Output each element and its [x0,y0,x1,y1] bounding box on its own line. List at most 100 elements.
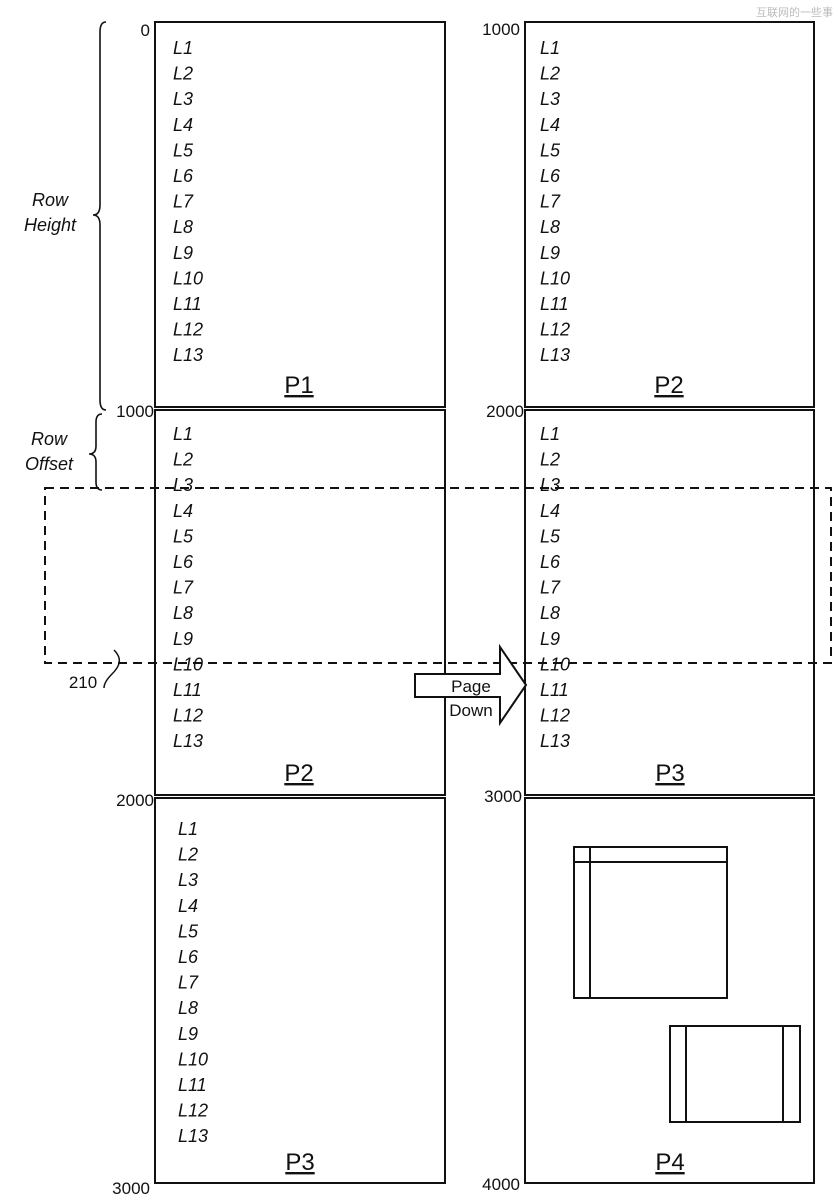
line-label: L13 [173,345,203,365]
window-graphic-small [669,1025,801,1123]
offset-label-right-4000: 4000 [482,1175,520,1194]
line-label: L3 [178,870,198,890]
window-graphic-large [573,846,728,999]
line-label: L7 [173,578,194,598]
offset-label-left-0: 0 [141,21,150,40]
line-label: L11 [173,294,202,314]
line-label: L4 [540,501,560,521]
line-label: L9 [173,243,193,263]
line-label: L6 [173,166,194,186]
line-label: L8 [540,603,560,623]
page-box-right-p3 [524,409,815,796]
line-label: L3 [540,89,560,109]
line-label: L13 [540,731,570,751]
line-label: L4 [173,501,193,521]
line-label: L5 [173,526,194,546]
watermark: 互联网的一些事 [756,5,833,19]
row-offset-label-line1: Row [31,429,68,449]
page-label-right-p3: P3 [655,760,684,787]
page-box-right-p4 [524,797,815,1184]
page-down-label-line2: Down [449,701,492,720]
line-label: L10 [173,268,203,288]
line-label: L4 [173,115,193,135]
offset-label-right-2000: 2000 [486,402,524,421]
line-label: L2 [173,64,193,84]
page-box-left-p2 [154,409,446,796]
row-height-label-line1: Row [32,190,69,210]
line-label: L7 [540,192,561,212]
line-label: L5 [540,526,561,546]
page-label-left-p1: P1 [284,372,313,399]
line-label: L1 [540,38,560,58]
line-label: L11 [173,680,202,700]
line-label: L7 [173,192,194,212]
line-label: L7 [540,578,561,598]
page-box-left-p1 [154,21,446,408]
line-label: L10 [540,654,570,674]
page-down-arrow [414,643,528,727]
line-label: L13 [178,1126,208,1146]
offset-label-left-1000: 1000 [116,402,154,421]
page-box-right-p2 [524,21,815,408]
line-label: L11 [178,1075,207,1095]
line-label: L8 [173,603,193,623]
line-label: L2 [540,450,560,470]
line-label: L6 [540,552,561,572]
line-label: L3 [173,89,193,109]
reference-numeral-210: 210 [69,673,97,692]
page-label-left-p2: P2 [284,760,313,787]
line-label: L12 [173,706,203,726]
line-label: L12 [178,1101,208,1121]
line-label: L2 [173,450,193,470]
line-label: L10 [173,654,203,674]
line-label: L8 [178,998,198,1018]
offset-label-left-2000: 2000 [116,791,154,810]
line-label: L13 [540,345,570,365]
line-label: L8 [173,217,193,237]
line-label: L5 [540,140,561,160]
line-label: L9 [540,629,560,649]
offset-label-left-3000: 3000 [112,1179,150,1198]
line-label: L6 [178,947,199,967]
line-label: L1 [178,819,198,839]
line-label: L1 [173,424,193,444]
reference-leader-line [103,649,121,689]
line-label: L9 [178,1024,198,1044]
line-label: L9 [173,629,193,649]
line-label: L5 [173,140,194,160]
line-label: L2 [540,64,560,84]
line-label: L6 [173,552,194,572]
row-offset-label-line2: Offset [25,454,74,474]
line-label: L3 [173,475,193,495]
line-label: L12 [540,320,570,340]
line-label: L9 [540,243,560,263]
line-label: L8 [540,217,560,237]
viewport-dashed-outline [44,487,832,664]
offset-label-right-3000: 3000 [484,787,522,806]
line-label: L11 [540,294,569,314]
line-label: L12 [540,706,570,726]
line-label: L4 [178,896,198,916]
line-label: L4 [540,115,560,135]
page-label-right-p4: P4 [655,1149,684,1176]
page-label-left-p3: P3 [285,1149,314,1176]
line-label: L10 [540,268,570,288]
page-down-label-line1: Page [451,677,491,696]
line-label: L13 [173,731,203,751]
row-height-brace [92,21,107,411]
line-label: L1 [540,424,560,444]
line-label: L6 [540,166,561,186]
line-label: L3 [540,475,560,495]
line-label: L11 [540,680,569,700]
line-label: L12 [173,320,203,340]
line-label: L2 [178,845,198,865]
line-label: L1 [173,38,193,58]
line-label: L5 [178,921,199,941]
